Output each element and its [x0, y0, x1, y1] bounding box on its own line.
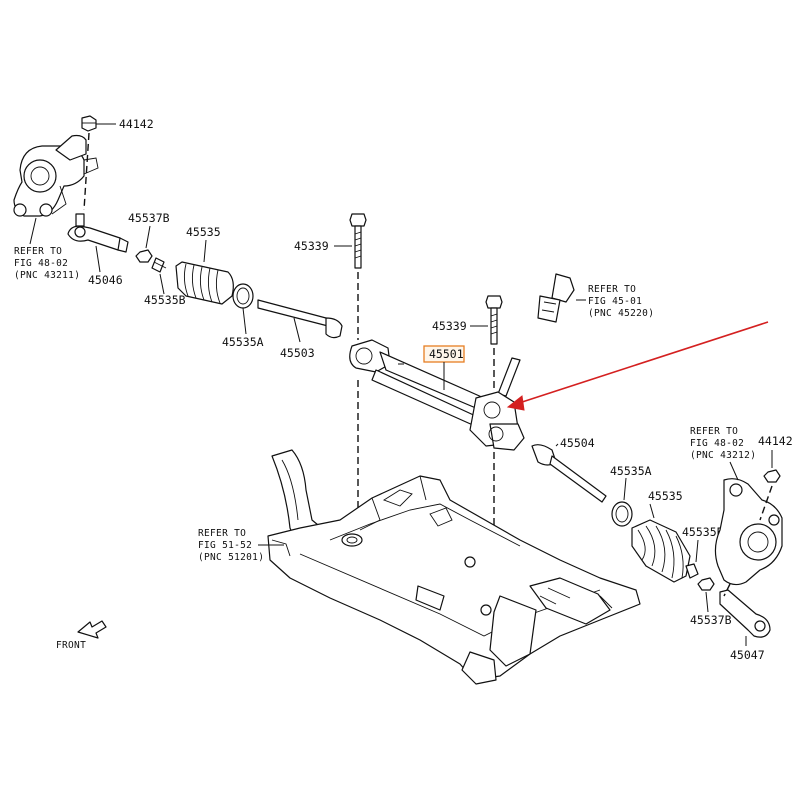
clip-a-left: 45537B	[128, 211, 170, 263]
refer-note-shaft-line1: REFER TO	[588, 284, 636, 295]
part-number-bolt-lower: 45339	[432, 319, 467, 333]
part-number-clip-a-left: 45537B	[128, 211, 170, 225]
front-direction-arrow-icon	[77, 620, 107, 639]
tie-rod-end-left: 45046	[67, 213, 129, 287]
tie-rod-left: 45503	[257, 299, 343, 360]
boot-right: 45535	[631, 489, 691, 583]
clip-b-right: 45535B	[682, 525, 724, 579]
band-right: 45535A	[610, 464, 652, 527]
refer-line-3: (PNC 43211)	[14, 270, 80, 281]
band-left: 45535A	[222, 283, 264, 349]
refer-crossmember-line1: REFER TO	[198, 528, 246, 539]
refer-note-shaft-line3: (PNC 45220)	[588, 308, 654, 319]
part-number-tie-rod-end-right: 45047	[730, 648, 765, 662]
bolt-lower: 45339	[432, 295, 503, 392]
part-number-clip-b-right: 45535B	[682, 525, 724, 539]
refer-line-1: REFER TO	[14, 246, 62, 257]
refer-crossmember-line2: FIG 51-52	[198, 540, 252, 551]
part-number-tie-rod-end-left: 45046	[88, 273, 123, 287]
front-crossmember	[267, 449, 641, 685]
front-label: FRONT	[56, 640, 86, 651]
part-number-tie-rod-right: 45504	[560, 436, 595, 450]
front-direction-indicator: FRONT	[56, 620, 107, 651]
left-steering-knuckle	[13, 134, 99, 217]
part-number-nut-left: 44142	[119, 117, 154, 131]
part-number-boot-right: 45535	[648, 489, 683, 503]
part-number-band-left: 45535A	[222, 335, 264, 349]
part-number-bolt-upper: 45339	[294, 239, 329, 253]
refer-crossmember-line3: (PNC 51201)	[198, 552, 264, 563]
boot-left: 45535	[175, 225, 234, 305]
refer-note-knuckle-right-line1: REFER TO	[690, 426, 738, 437]
refer-note-shaft-line2: FIG 45-01	[588, 296, 642, 307]
callout-arrow-icon	[506, 321, 769, 411]
part-number-band-right: 45535A	[610, 464, 652, 478]
steering-gear-assembly: 45501	[349, 339, 525, 600]
part-number-boot-left: 45535	[186, 225, 221, 239]
clip-b-left: 45535B	[144, 257, 186, 307]
tie-rod-end-right: 45047	[719, 589, 771, 662]
intermediate-shaft: REFER TO FIG 45-01 (PNC 45220)	[497, 273, 654, 397]
refer-note-knuckle-right-line2: FIG 48-02	[690, 438, 744, 449]
right-steering-knuckle: REFER TO FIG 48-02 (PNC 43212)	[690, 426, 783, 597]
nut-left: 44142	[81, 115, 154, 211]
refer-note-crossmember: REFER TO FIG 51-52 (PNC 51201)	[198, 528, 284, 563]
tie-rod-right: 45504	[531, 436, 607, 503]
part-number-clip-a-right: 45537B	[690, 613, 732, 627]
nut-right: 44142	[758, 434, 793, 483]
refer-note-knuckle-left: REFER TO FIG 48-02 (PNC 43211)	[14, 217, 80, 281]
part-number-steering-gear: 45501	[429, 347, 464, 361]
part-number-clip-b-left: 45535B	[144, 293, 186, 307]
bolt-upper: 45339	[294, 213, 367, 340]
part-number-tie-rod-left: 45503	[280, 346, 315, 360]
refer-note-knuckle-right-line3: (PNC 43212)	[690, 450, 756, 461]
part-number-nut-right: 44142	[758, 434, 793, 448]
clip-a-right: 45537B	[690, 577, 732, 627]
refer-line-2: FIG 48-02	[14, 258, 68, 269]
